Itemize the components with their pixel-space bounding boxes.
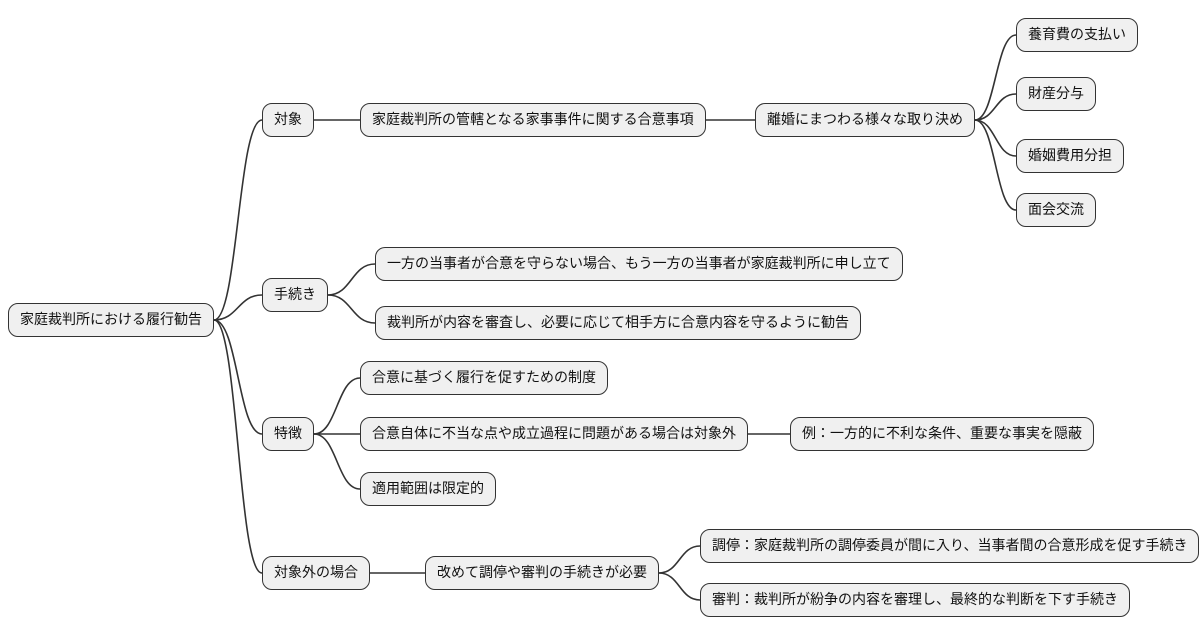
mindmap-node-target: 対象 xyxy=(262,103,314,137)
mindmap-node-divorce-arrangements: 離婚にまつわる様々な取り決め xyxy=(755,103,975,137)
mindmap-node-procedure-petition: 一方の当事者が合意を守らない場合、もう一方の当事者が家庭裁判所に申し立て xyxy=(375,247,903,281)
mindmap-node-mediation-or-adjudication: 改めて調停や審判の手続きが必要 xyxy=(425,556,659,590)
mindmap-node-target-agreement: 家庭裁判所の管轄となる家事事件に関する合意事項 xyxy=(360,103,706,137)
mindmap-node-root: 家庭裁判所における履行勧告 xyxy=(8,303,214,337)
mindmap-node-visitation: 面会交流 xyxy=(1016,193,1096,227)
mindmap-node-mediation-desc: 調停：家庭裁判所の調停委員が間に入り、当事者間の合意形成を促す手続き xyxy=(700,529,1200,563)
mindmap-node-feature-limited-scope: 適用範囲は限定的 xyxy=(360,472,496,506)
mindmap-node-marriage-expenses: 婚姻費用分担 xyxy=(1016,139,1124,173)
mindmap-node-out-of-scope: 対象外の場合 xyxy=(262,556,370,590)
mindmap-node-feature-exclusion: 合意自体に不当な点や成立過程に問題がある場合は対象外 xyxy=(360,417,748,451)
mindmap-node-child-support: 養育費の支払い xyxy=(1016,18,1138,52)
mindmap-node-procedure-recommendation: 裁判所が内容を審査し、必要に応じて相手方に合意内容を守るように勧告 xyxy=(375,306,861,340)
mindmap-node-procedure: 手続き xyxy=(262,278,328,312)
mindmap-node-feature-purpose: 合意に基づく履行を促すための制度 xyxy=(360,361,608,395)
mindmap-node-exclusion-example: 例：一方的に不利な条件、重要な事実を隠蔽 xyxy=(790,417,1094,451)
mindmap-node-features: 特徴 xyxy=(262,417,314,451)
mindmap-node-property-division: 財産分与 xyxy=(1016,77,1096,111)
mindmap-node-adjudication-desc: 審判：裁判所が紛争の内容を審理し、最終的な判断を下す手続き xyxy=(700,583,1130,617)
